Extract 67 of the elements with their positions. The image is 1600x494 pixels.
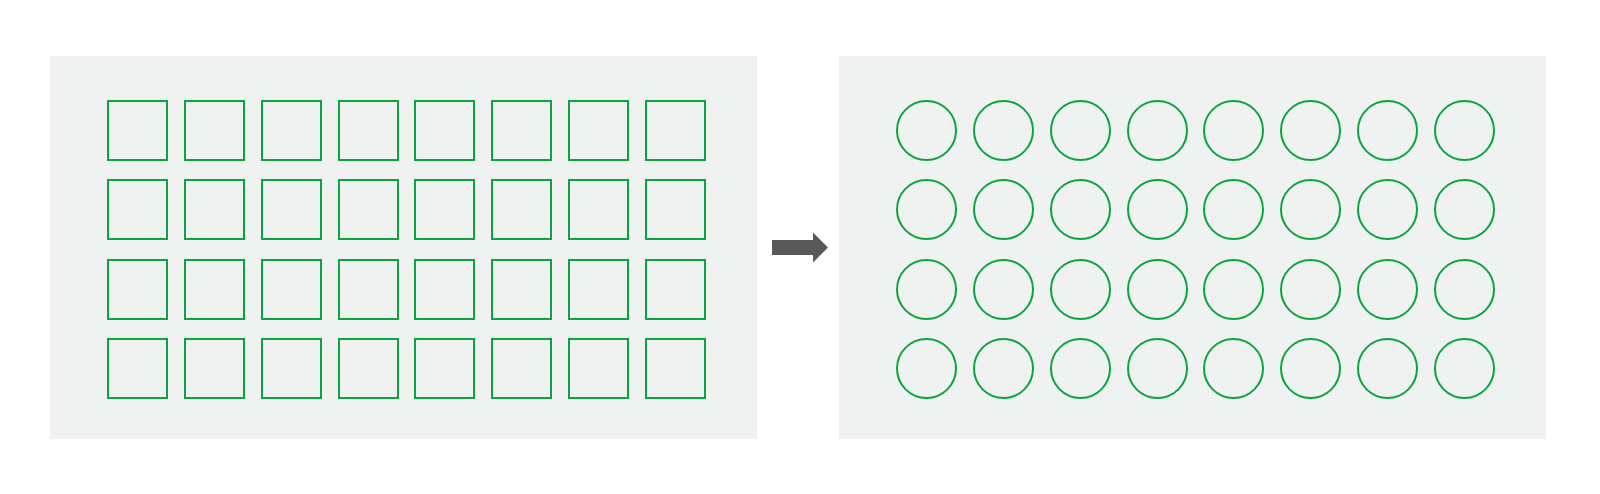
square-outline bbox=[644, 100, 706, 161]
square-outline bbox=[491, 100, 553, 161]
circle-outline bbox=[1049, 338, 1111, 399]
circle-outline bbox=[896, 179, 957, 240]
square-outline bbox=[260, 100, 322, 161]
square-outline bbox=[183, 259, 245, 320]
circle-outline bbox=[1280, 338, 1342, 399]
circle-outline bbox=[972, 100, 1034, 161]
circle-outline bbox=[972, 179, 1034, 240]
circle-outline bbox=[1203, 338, 1265, 399]
grid-panel bbox=[839, 56, 1546, 439]
circle-outline bbox=[1203, 259, 1265, 320]
square-outline bbox=[260, 259, 322, 320]
square-outline bbox=[260, 338, 322, 399]
square-outline bbox=[337, 338, 399, 399]
circle-outline bbox=[1203, 179, 1265, 240]
circle-outline bbox=[1357, 338, 1419, 399]
circle-outline bbox=[1049, 179, 1111, 240]
square-outline bbox=[568, 179, 630, 240]
square-outline bbox=[337, 259, 399, 320]
circle-outline bbox=[896, 100, 957, 161]
circle-outline bbox=[972, 259, 1034, 320]
arrow bbox=[772, 232, 828, 263]
circle-outline bbox=[1203, 100, 1265, 161]
grid-panel bbox=[50, 56, 757, 439]
square-outline bbox=[183, 338, 245, 399]
square-outline bbox=[491, 338, 553, 399]
circle-outline bbox=[1433, 338, 1495, 399]
square-outline bbox=[491, 259, 553, 320]
square-outline bbox=[107, 179, 168, 240]
square-outline bbox=[568, 259, 630, 320]
circle-outline bbox=[1280, 100, 1342, 161]
square-outline bbox=[414, 338, 476, 399]
square-outline bbox=[414, 100, 476, 161]
square-outline bbox=[183, 100, 245, 161]
square-outline bbox=[107, 338, 168, 399]
circle-outline bbox=[1126, 338, 1188, 399]
square-outline bbox=[414, 259, 476, 320]
circle-outline bbox=[1357, 259, 1419, 320]
circle-outline bbox=[1280, 259, 1342, 320]
circle-outline bbox=[1126, 100, 1188, 161]
circle-outline bbox=[896, 259, 957, 320]
square-outline bbox=[107, 259, 168, 320]
square-outline bbox=[107, 100, 168, 161]
square-outline bbox=[260, 179, 322, 240]
circle-outline bbox=[1357, 100, 1419, 161]
circle-outline bbox=[1126, 179, 1188, 240]
circle-outline bbox=[1049, 259, 1111, 320]
square-outline bbox=[183, 179, 245, 240]
square-outline bbox=[644, 259, 706, 320]
circle-outline bbox=[972, 338, 1034, 399]
circle-outline bbox=[1049, 100, 1111, 161]
square-outline bbox=[568, 100, 630, 161]
square-outline bbox=[568, 338, 630, 399]
circle-outline bbox=[1126, 259, 1188, 320]
square-outline bbox=[337, 100, 399, 161]
square-outline bbox=[644, 338, 706, 399]
circle-outline bbox=[1357, 179, 1419, 240]
circle-outline bbox=[1280, 179, 1342, 240]
circle-outline bbox=[1433, 179, 1495, 240]
circle-outline bbox=[896, 338, 957, 399]
circle-outline bbox=[1433, 100, 1495, 161]
square-outline bbox=[491, 179, 553, 240]
square-outline bbox=[337, 179, 399, 240]
square-outline bbox=[414, 179, 476, 240]
circle-outline bbox=[1433, 259, 1495, 320]
square-outline bbox=[644, 179, 706, 240]
